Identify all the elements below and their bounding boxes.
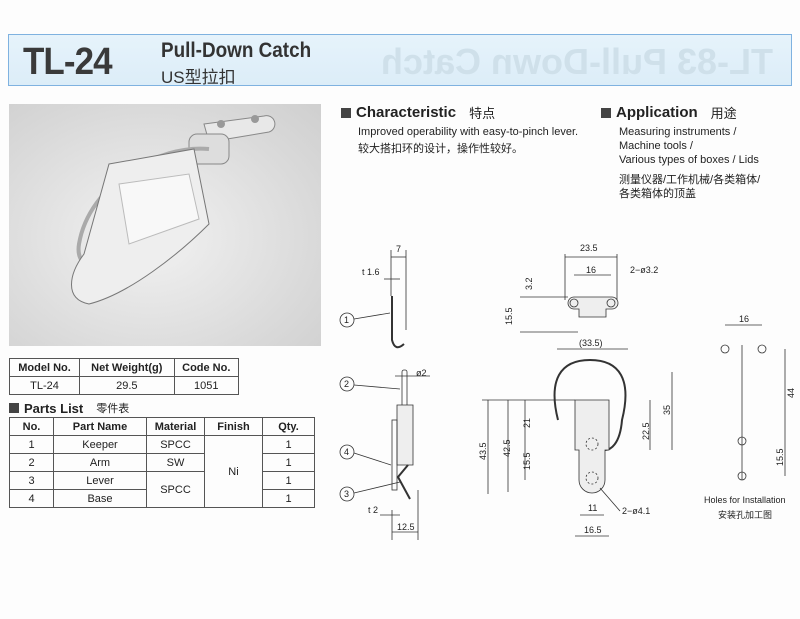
cell-material: SPCC xyxy=(146,471,205,508)
characteristic-text-cn: 较大搭扣环的设计，操作性较好。 xyxy=(358,143,523,155)
dim-holes-4-1: 2−ø4.1 xyxy=(622,506,650,516)
characteristic-title-cn: 特点 xyxy=(469,106,496,121)
callout-4: 4 xyxy=(344,447,349,457)
model-number: TL-24 xyxy=(23,41,113,83)
header-material: Material xyxy=(146,417,205,436)
install-caption-en: Holes for Installation xyxy=(704,495,786,505)
dim-12-5: 12.5 xyxy=(397,522,415,532)
side-view-keeper xyxy=(339,250,407,349)
characteristic-title: Characteristic xyxy=(356,104,457,121)
dim-3-2: 3.2 xyxy=(524,277,534,290)
dim-15-5-top: 15.5 xyxy=(504,307,514,325)
dim-16-5: 16.5 xyxy=(584,525,602,535)
dim-holes-3-2: 2−ø3.2 xyxy=(630,265,658,275)
dim-phi2: ø2 xyxy=(416,368,427,378)
dim-11: 11 xyxy=(588,503,597,513)
application-heading: Application 用途 xyxy=(601,103,737,122)
application-line: Machine tools / xyxy=(619,140,693,152)
title-banner: TL-24 Pull-Down Catch US型拉扣 TL-83 Pull-D… xyxy=(8,34,792,87)
dim-install-15-5: 15.5 xyxy=(775,448,785,466)
product-photo xyxy=(9,104,321,346)
parts-list-title: Parts List xyxy=(24,400,84,416)
characteristic-heading: Characteristic 特点 xyxy=(341,103,495,122)
bullet-square-icon xyxy=(341,107,351,118)
bullet-square-icon xyxy=(9,403,19,413)
dim-7: 7 xyxy=(396,244,401,254)
cell-model: TL-24 xyxy=(8,376,81,395)
application-line: Measuring instruments / xyxy=(619,126,737,138)
front-view xyxy=(482,254,673,537)
dim-42-5: 42.5 xyxy=(502,439,512,457)
application-text: Measuring instruments / Machine tools / … xyxy=(619,125,760,201)
cell-part: Base xyxy=(53,489,147,508)
cell-code: 1051 xyxy=(173,376,240,395)
application-title-cn: 用途 xyxy=(710,106,737,121)
callout-2: 2 xyxy=(344,379,349,389)
application-line: Various types of boxes / Lids xyxy=(619,154,759,166)
header-code: Code No. xyxy=(173,358,240,377)
callout-1: 1 xyxy=(344,315,349,325)
characteristic-text-en: Improved operability with easy-to-pinch … xyxy=(358,126,579,138)
product-subtitle: US型拉扣 xyxy=(161,68,236,87)
parts-list-heading: Parts List 零件表 xyxy=(9,400,129,416)
dim-23-5: 23.5 xyxy=(580,243,598,253)
bullet-square-icon xyxy=(601,107,611,118)
dim-33-5: (33.5) xyxy=(579,338,603,348)
cell-part: Keeper xyxy=(53,435,147,454)
side-view-assembly xyxy=(339,369,430,540)
dim-16: 16 xyxy=(586,265,596,275)
cell-weight: 29.5 xyxy=(79,376,175,395)
dim-install-44: 44 xyxy=(786,388,796,398)
install-caption-cn: 安装孔加工图 xyxy=(718,509,772,520)
dimension-labels: 7 t 1.6 1 ø2 2 4 3 t 2 12.5 23.5 16 3.2 … xyxy=(344,243,796,535)
dim-22-5: 22.5 xyxy=(641,422,651,440)
dim-t2: t 2 xyxy=(368,505,378,515)
parts-list-title-cn: 零件表 xyxy=(96,403,130,415)
dim-35: 35 xyxy=(662,405,672,415)
application-line-cn: 各类箱体的顶盖 xyxy=(619,188,696,200)
dim-t1-6: t 1.6 xyxy=(362,267,380,277)
dim-15-5-mid: 15.5 xyxy=(522,452,532,470)
application-title: Application xyxy=(616,104,698,121)
dim-21: 21 xyxy=(522,418,532,428)
dim-43-5: 43.5 xyxy=(478,442,488,460)
application-line-cn: 测量仪器/工作机械/各类箱体/ xyxy=(619,174,761,186)
callout-3: 3 xyxy=(344,489,349,499)
catch-illustration xyxy=(71,115,276,305)
installation-holes xyxy=(720,324,786,481)
header-part-name: Part Name xyxy=(53,417,147,436)
cell-part: Arm xyxy=(53,453,147,472)
dim-install-16: 16 xyxy=(739,314,749,324)
product-title: Pull-Down Catch xyxy=(161,39,312,62)
cell-qty: 1 xyxy=(262,489,315,508)
